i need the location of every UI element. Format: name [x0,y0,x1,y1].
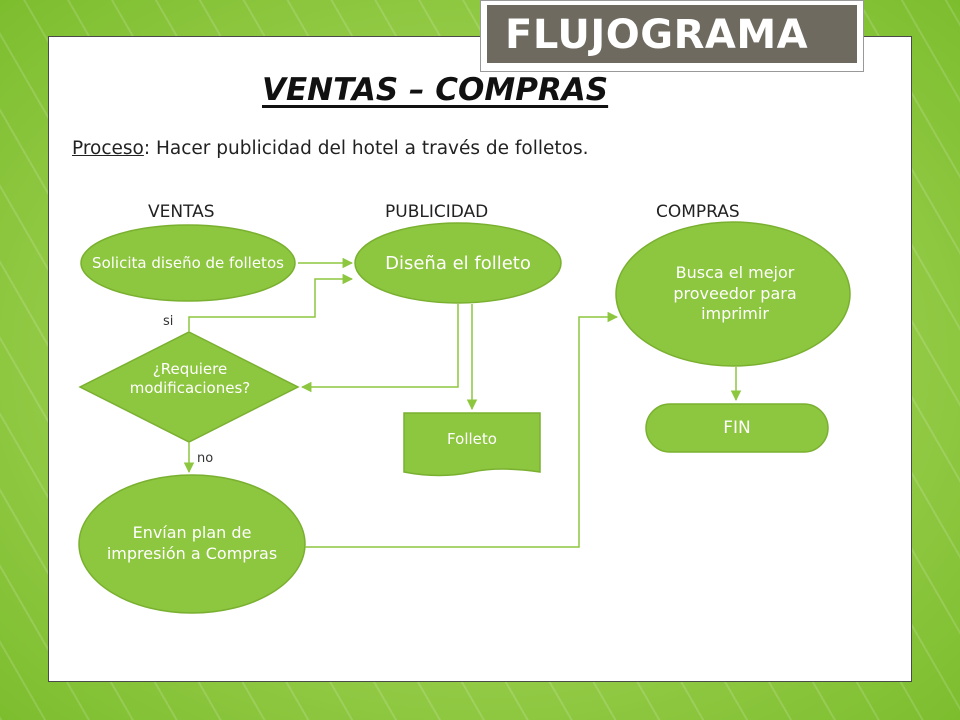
process-label: Proceso [72,138,144,159]
node-fin-shape [645,403,829,453]
edge-disena-requiere [300,304,459,393]
node-disena-shape [354,222,562,304]
page-title: VENTAS – COMPRAS [262,72,609,108]
title-badge: FLUJOGRAMA [480,0,864,72]
node-folleto-shape [403,412,541,477]
node-fin-label: FIN [723,417,751,438]
node-folleto-label: Folleto [447,430,497,449]
title-badge-text: FLUJOGRAMA [487,5,857,63]
node-requiere-label: ¿Requiere modificaciones? [129,359,251,398]
column-ventas: VENTAS [148,202,215,222]
node-solicita-shape [80,224,296,302]
edge-requiere-si [188,273,354,332]
edge-envian-busca [305,311,619,548]
process-description: Proceso: Hacer publicidad del hotel a tr… [72,138,588,159]
edge-label-no: no [197,451,214,466]
node-busca-label: Busca el mejor proveedor para imprimir [673,262,797,324]
node-busca-shape [615,221,851,367]
column-publicidad: PUBLICIDAD [385,202,489,222]
edge-label-si: si [163,314,174,329]
node-envian-label: Envían plan de impresión a Compras [106,523,278,563]
column-compras: COMPRAS [656,202,740,222]
node-solicita-label: Solicita diseño de folletos [92,254,284,273]
node-disena-label: Diseña el folleto [385,253,531,275]
node-envian-shape [78,474,306,614]
process-text: : Hacer publicidad del hotel a través de… [143,138,589,159]
